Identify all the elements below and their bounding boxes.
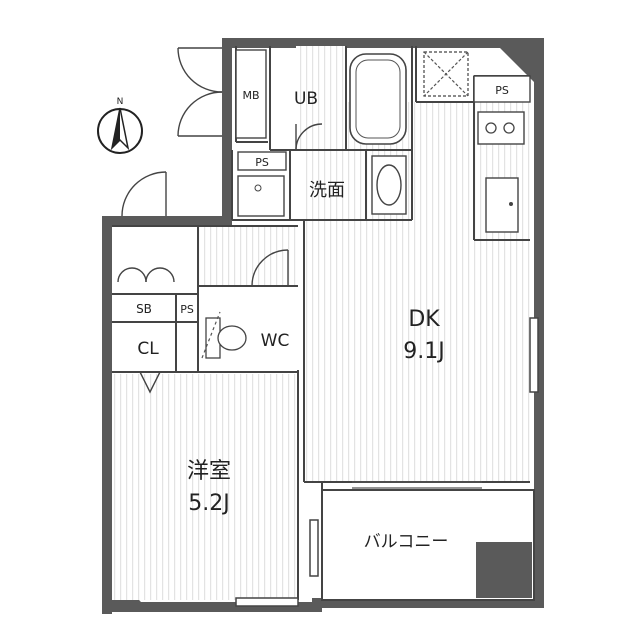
balcony-area	[321, 481, 535, 601]
label-dk-size: 9.1J	[403, 339, 444, 364]
stove-icon	[477, 111, 525, 233]
toilet-icon	[201, 311, 247, 359]
label-wc: WC	[261, 331, 290, 351]
label-cl: CL	[137, 339, 159, 359]
label-washroom: 洗面	[309, 180, 345, 201]
label-western-room: 洋室	[187, 459, 231, 484]
ps-box-wash	[237, 151, 287, 171]
label-sb: SB	[136, 302, 152, 316]
label-ps-top: PS	[495, 84, 509, 97]
compass-north-icon: N	[97, 97, 143, 154]
hatch-box	[423, 51, 469, 97]
sink-icon	[371, 155, 407, 215]
label-ps-toilet: PS	[180, 303, 194, 316]
label-ps-wash: PS	[255, 156, 269, 169]
label-dk: DK	[408, 307, 440, 332]
compass-label: N	[117, 97, 124, 107]
label-balcony: バルコニー	[364, 532, 449, 552]
label-ub: UB	[294, 89, 318, 109]
washer-space	[237, 175, 285, 217]
windows	[235, 317, 539, 607]
mb-box	[235, 49, 267, 139]
label-western-size: 5.2J	[188, 491, 229, 516]
floor-areas	[112, 46, 530, 600]
doors	[117, 47, 323, 394]
label-mb: MB	[242, 89, 259, 102]
bathtub-icon	[349, 53, 407, 145]
ps-box-top	[473, 75, 531, 103]
